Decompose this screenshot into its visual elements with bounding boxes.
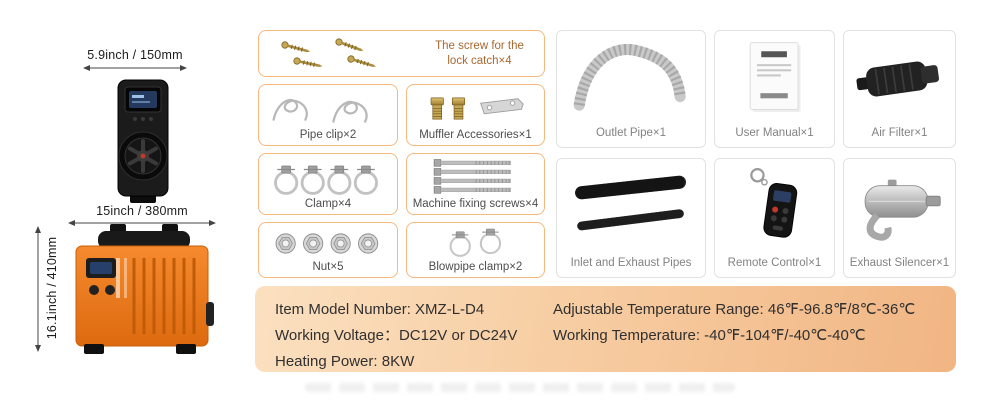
width-dimension-label: 5.9inch / 150mm	[87, 48, 183, 62]
part-card-lock-catch-screws: The screw for the lock catch×4	[258, 30, 545, 77]
part-card-machine-fixing-screws: Machine fixing screws×4	[406, 153, 545, 215]
outlet-pipe-image	[574, 43, 687, 111]
part-label: Muffler Accessories×1	[419, 129, 532, 141]
spec-model-number: Item Model Number: XMZ-L-D4	[275, 301, 485, 318]
part-card-outlet-pipe: Outlet Pipe×1	[556, 30, 706, 148]
muffler-accessories-icon	[430, 97, 524, 120]
part-label: Air Filter×1	[871, 127, 928, 139]
blowpipe-clamp-icon	[449, 228, 502, 257]
part-card-air-filter: Air Filter×1	[843, 30, 956, 148]
inlet-exhaust-pipes-photo	[557, 159, 705, 254]
spec-working-voltage: Working Voltage：DC12V or DC24V	[275, 327, 518, 344]
depth-dimension-arrow-icon	[68, 220, 216, 226]
part-label: Outlet Pipe×1	[595, 127, 666, 139]
remote-control-photo	[715, 159, 834, 254]
part-label: Exhaust Silencer×1	[849, 257, 950, 269]
heater-main-unit-image	[75, 224, 214, 354]
air-filter-photo	[844, 31, 955, 124]
depth-dimension-label: 15inch / 380mm	[96, 204, 188, 218]
spec-temperature-range: Adjustable Temperature Range: 46℉-96.8℉/…	[553, 301, 916, 318]
inlet-exhaust-pipes-image	[575, 175, 687, 231]
part-card-nut: Nut×5	[258, 222, 398, 278]
spec-heating-power: Heating Power: 8KW	[275, 353, 415, 370]
spec-column-right: Adjustable Temperature Range: 46℉-96.8℉/…	[553, 297, 915, 349]
part-card-remote-control: Remote Control×1	[714, 158, 835, 278]
part-card-blowpipe-clamp: Blowpipe clamp×2	[406, 222, 545, 278]
air-filter-image	[856, 61, 940, 97]
height-dimension-label: 16.1inch / 410mm	[45, 236, 59, 340]
user-manual-image	[749, 41, 801, 112]
part-label: Blowpipe clamp×2	[428, 261, 523, 273]
part-card-exhaust-silencer: Exhaust Silencer×1	[843, 158, 956, 278]
user-manual-photo	[715, 31, 834, 124]
spec-panel: Item Model Number: XMZ-L-D4 Working Volt…	[255, 286, 956, 372]
part-label: Pipe clip×2	[299, 129, 357, 141]
watermark	[305, 383, 735, 392]
pipe-clip-icon	[272, 98, 368, 123]
height-dimension-arrow-icon	[35, 226, 41, 352]
remote-control-image	[749, 167, 797, 238]
spec-column-left: Item Model Number: XMZ-L-D4 Working Volt…	[275, 297, 517, 375]
exhaust-silencer-image	[864, 179, 942, 241]
part-label: Inlet and Exhaust Pipes	[570, 257, 692, 269]
exhaust-silencer-photo	[844, 159, 955, 254]
part-label: The screw for the lock catch×4	[435, 40, 524, 67]
part-label: User Manual×1	[735, 127, 814, 139]
part-label: Machine fixing screws×4	[412, 198, 539, 210]
width-dimension-arrow-icon	[83, 65, 187, 71]
outlet-pipe-photo	[557, 31, 705, 124]
clamp-icon	[274, 165, 379, 195]
part-label: Nut×5	[312, 261, 344, 273]
part-label: Clamp×4	[304, 198, 352, 210]
part-card-user-manual: User Manual×1	[714, 30, 835, 148]
part-card-pipe-clip: Pipe clip×2	[258, 84, 398, 146]
part-card-inlet-exhaust-pipes: Inlet and Exhaust Pipes	[556, 158, 706, 278]
all-in-one-heater-image	[117, 79, 169, 203]
part-card-muffler-accessories: Muffler Accessories×1	[406, 84, 545, 146]
nut-icon	[275, 233, 379, 254]
lock-catch-screws-icon	[279, 36, 379, 71]
part-card-clamp: Clamp×4	[258, 153, 398, 215]
spec-working-temperature: Working Temperature: -40℉-104℉/-40℃-40℃	[553, 327, 866, 344]
part-label: Remote Control×1	[727, 257, 822, 269]
machine-fixing-screws-icon	[433, 159, 512, 194]
